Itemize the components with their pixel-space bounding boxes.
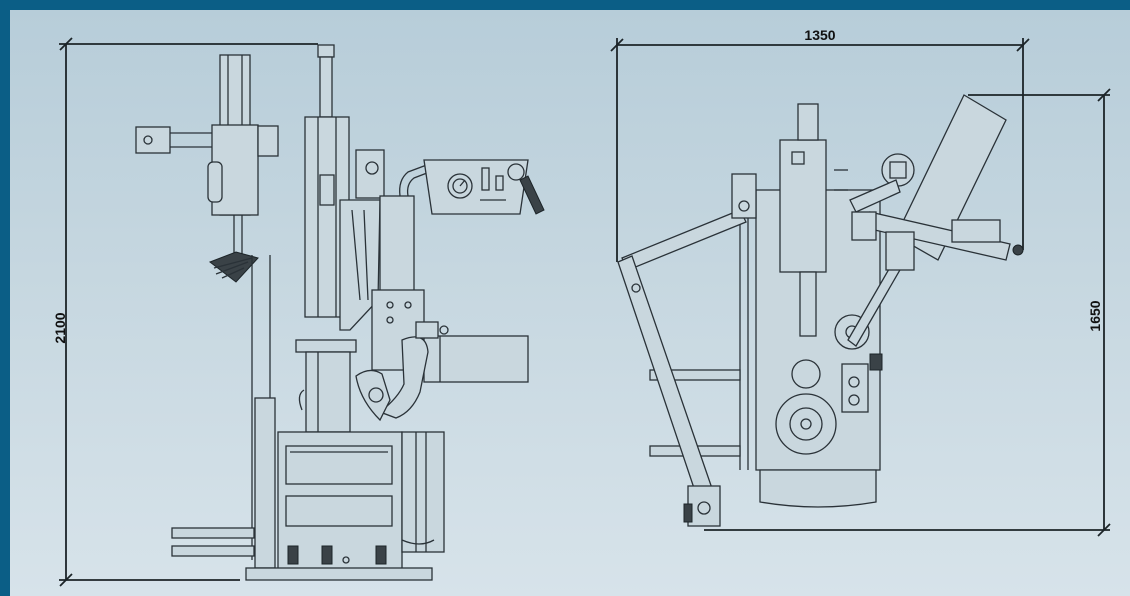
top-body [739,103,883,508]
base-forks [171,397,276,569]
depth-dimension: 1650 [704,88,1111,537]
depth-label: 1650 [1087,300,1103,331]
height-dimension: 2100 [52,37,318,587]
cabinet [245,431,445,581]
helper-arm [355,289,529,422]
tilting-head-arm [847,94,1024,347]
bead-breaker-arm [617,173,757,527]
top-view: 1350 1650 [610,27,1111,537]
side-view: 2100 [52,37,545,587]
left-column [135,54,279,560]
drawing-panel [10,10,1130,596]
width-dimension: 1350 [610,27,1030,262]
width-label: 1350 [804,27,835,43]
height-label: 2100 [52,312,68,343]
control-panel [423,159,545,215]
